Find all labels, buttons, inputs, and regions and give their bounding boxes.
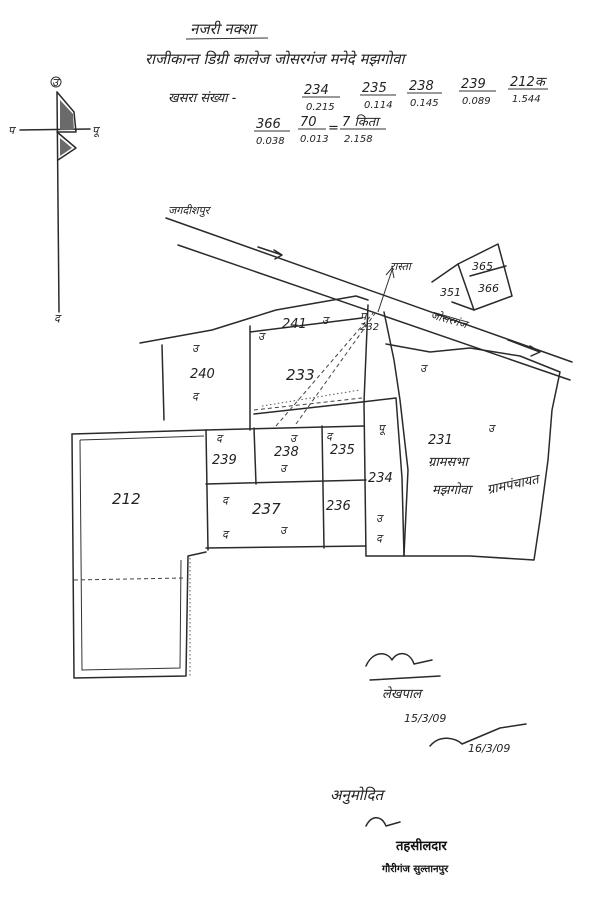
tehsil-stamp: गौरीगंज सुल्तानपुर: [381, 862, 449, 875]
plot-labels: उ 241 उ प 232 उ 240 द 233 उ 231 उ पू 234…: [112, 310, 496, 545]
plot-233: 233: [286, 366, 315, 384]
marker-u: उ: [290, 432, 298, 445]
plot-239: 239: [212, 453, 237, 468]
map-title: नजरी नक्शा: [190, 20, 259, 38]
svg-text:2.158: 2.158: [344, 134, 373, 145]
marker-u: उ: [280, 462, 288, 475]
path-label: रास्ता: [390, 260, 413, 273]
khasra-total: 7 किता 2.158: [340, 114, 386, 145]
marker-u: उ: [488, 422, 496, 435]
khasra-fraction: 366 0.038: [254, 117, 290, 147]
marker-d: द: [222, 528, 230, 541]
khasra-fraction: 234 0.215: [302, 83, 340, 113]
marker-u: उ: [376, 512, 384, 525]
svg-text:70: 70: [300, 115, 317, 130]
plot-234: 234: [368, 471, 393, 486]
khasra-fraction: 238 0.145: [407, 79, 442, 109]
plot-232: 232: [360, 322, 379, 333]
plot-241: 241: [282, 317, 307, 332]
svg-text:0.215: 0.215: [306, 102, 335, 113]
svg-text:235: 235: [362, 81, 387, 96]
plot-231: 231: [428, 433, 453, 448]
marker-u: उ: [258, 330, 266, 343]
signature-date: 16/3/09: [468, 742, 510, 755]
svg-text:234: 234: [304, 83, 329, 98]
svg-text:366: 366: [256, 117, 281, 132]
svg-text:212क: 212क: [510, 75, 548, 90]
officer-stamp: तहसीलदार: [395, 838, 448, 854]
plot-237: 237: [252, 500, 281, 518]
compass-rose: उ प पू द: [8, 76, 101, 325]
marker-pu: पू: [378, 422, 387, 436]
compass-south: द: [54, 312, 62, 325]
plot-236: 236: [326, 499, 351, 514]
note-boundary: ग्रामपंचायत: [486, 472, 543, 498]
plot-231-notes: ग्रामसभा मझगोवा ग्रामपंचायत: [428, 455, 543, 498]
marker-u: उ: [322, 314, 330, 327]
khasra-fraction: 70 0.013: [298, 115, 329, 145]
plot-240: 240: [190, 367, 215, 382]
marker-d: द: [192, 390, 200, 403]
marker-u: उ: [280, 524, 288, 537]
khasra-fraction: 212क 1.544: [508, 75, 548, 105]
compass-east: पू: [92, 124, 101, 138]
svg-text:0.038: 0.038: [256, 136, 285, 147]
marker-u: उ: [420, 362, 428, 375]
signature-date: 15/3/09: [404, 712, 446, 725]
plot-351: 351: [440, 286, 461, 299]
marker-p: प: [360, 310, 369, 323]
approval-block: अनुमोदित तहसीलदार गौरीगंज सुल्तानपुर: [330, 786, 449, 875]
parcel-outlines: [71, 295, 561, 679]
svg-text:1.544: 1.544: [512, 94, 541, 105]
marker-d: द: [222, 494, 230, 507]
road-label-upper: जगदीशपुर: [168, 204, 212, 217]
svg-text:238: 238: [409, 79, 434, 94]
marker-d: द: [326, 430, 334, 443]
signature-block-1: लेखपाल 15/3/09: [365, 652, 446, 725]
signature-block-2: 16/3/09: [429, 723, 527, 755]
khasra-fraction: 239 0.089: [459, 77, 496, 107]
compass-north: उ: [52, 76, 60, 89]
plot-235: 235: [330, 443, 355, 458]
note-gram-sabha: ग्रामसभा: [428, 455, 470, 470]
marker-d: द: [216, 432, 224, 445]
svg-text:0.145: 0.145: [410, 98, 439, 109]
road-label-lower: जोसरगंज: [429, 308, 471, 332]
marker-d: द: [376, 532, 384, 545]
map-subtitle: राजीकान्त डिग्री कालेज जोसरगंज मनेदे मझग…: [145, 50, 408, 68]
plot-366: 366: [478, 282, 499, 295]
svg-text:0.013: 0.013: [300, 134, 329, 145]
svg-text:0.114: 0.114: [364, 100, 393, 111]
compass-west: प: [8, 124, 17, 137]
svg-text:7 किता: 7 किता: [342, 114, 381, 130]
khasra-fraction: 235 0.114: [360, 81, 396, 111]
plot-cluster-north: 351 365 366: [431, 243, 513, 311]
path-arrow: [377, 269, 393, 313]
khasra-label: खसरा संख्या -: [168, 91, 237, 106]
plot-238: 238: [274, 445, 299, 460]
svg-text:0.089: 0.089: [462, 96, 491, 107]
title-underline: [185, 37, 269, 40]
plot-212: 212: [112, 490, 141, 508]
plot-365: 365: [472, 260, 493, 273]
svg-text:239: 239: [461, 77, 486, 92]
note-village: मझगोवा: [432, 482, 474, 498]
equals-sign: =: [328, 121, 339, 136]
approval-text: अनुमोदित: [330, 786, 386, 805]
marker-u: उ: [192, 342, 200, 355]
signature-designation: लेखपाल: [382, 686, 424, 702]
